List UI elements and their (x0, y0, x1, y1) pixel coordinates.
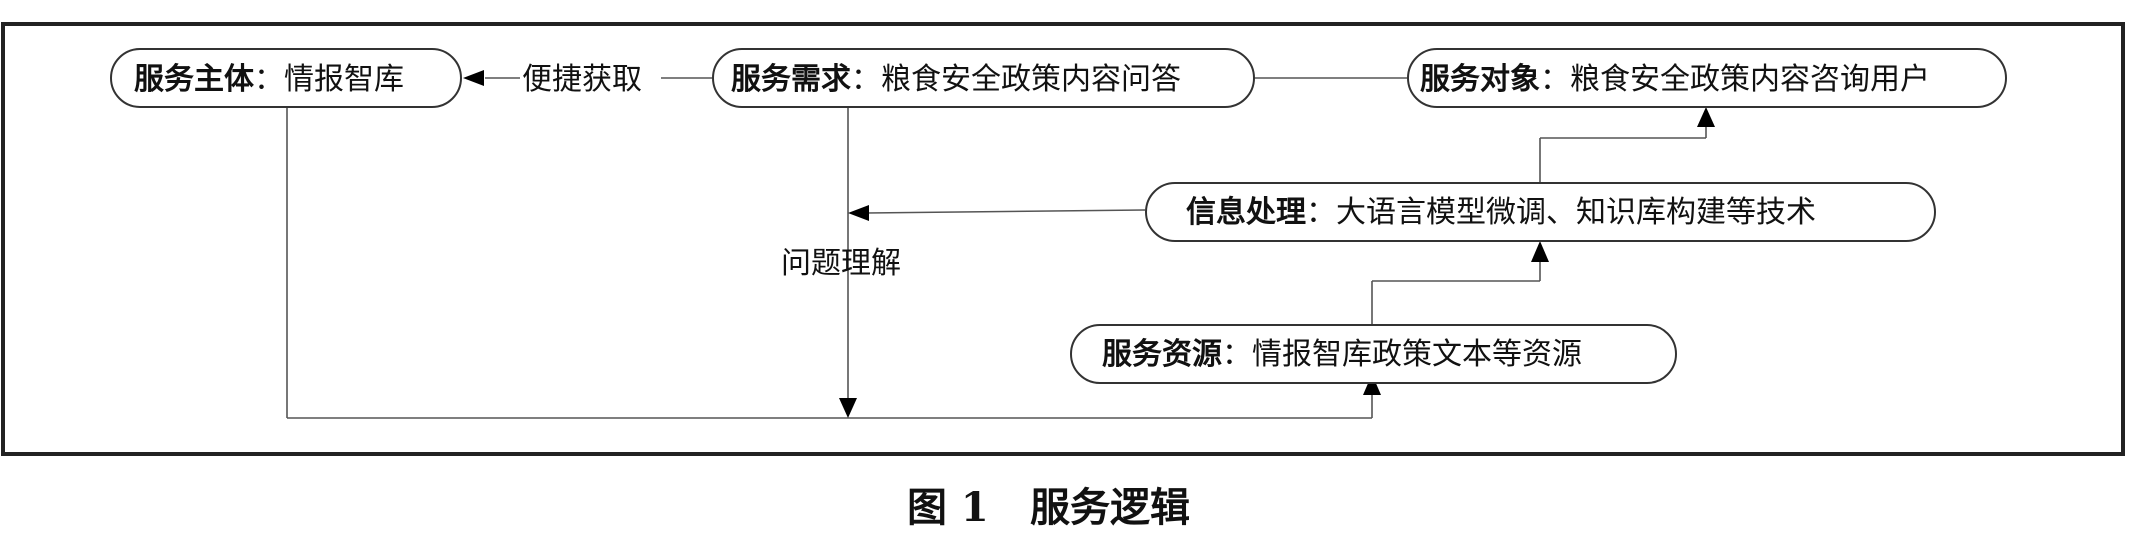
node-service-demand-label: 服务需求：粮食安全政策内容问答 (731, 62, 1181, 97)
arrow-demand-to-bottom-icon (839, 398, 857, 418)
arrow-to-target-icon (1697, 107, 1715, 127)
figure-caption-title: 服务逻辑 (1030, 484, 1190, 531)
node-information-processing: 信息处理：大语言模型微调、知识库构建等技术 (1145, 182, 1936, 242)
node-information-processing-box (1145, 182, 1936, 242)
node-service-subject-content: 情报智库 (284, 62, 404, 97)
node-service-subject-separator: ： (254, 62, 284, 97)
node-service-subject-title: 服务主体 (134, 62, 255, 97)
node-service-target-title: 服务对象 (1420, 62, 1540, 97)
node-information-processing-content: 大语言模型微调、知识库构建等技术 (1336, 195, 1816, 230)
node-service-resource-box (1070, 324, 1677, 384)
connector-processing-to-demand (865, 209, 1146, 214)
node-service-subject-box (110, 48, 462, 108)
figure-caption-number: 图 1 (907, 484, 989, 531)
arrowheads (463, 70, 1715, 418)
node-service-target-separator: ： (1540, 62, 1570, 97)
node-information-processing-separator: ： (1306, 195, 1336, 230)
node-information-processing-label: 信息处理：大语言模型微调、知识库构建等技术 (1186, 195, 1816, 230)
node-service-resource-separator: ： (1222, 337, 1252, 372)
arrow-to-resource-icon (1363, 374, 1381, 395)
node-service-demand-title: 服务需求 (731, 62, 851, 97)
node-service-demand-box (712, 48, 1255, 108)
node-service-subject-label: 服务主体：情报智库 (134, 62, 404, 97)
node-service-target-content: 粮食安全政策内容咨询用户 (1570, 62, 1930, 97)
node-service-demand-separator: ： (851, 62, 881, 97)
node-service-resource: 服务资源：情报智库政策文本等资源 (1070, 324, 1677, 384)
node-service-target: 服务对象：粮食安全政策内容咨询用户 (1407, 48, 2007, 108)
arrow-to-processing-icon (1531, 241, 1549, 262)
node-service-demand-content: 粮食安全政策内容问答 (881, 62, 1181, 97)
node-service-target-box (1407, 48, 2007, 108)
node-service-target-label: 服务对象：粮食安全政策内容咨询用户 (1420, 62, 1930, 97)
node-service-subject: 服务主体：情报智库 (110, 48, 462, 108)
edge-label-convenient-access: 便捷获取 (522, 62, 642, 97)
node-service-demand: 服务需求：粮食安全政策内容问答 (712, 48, 1255, 108)
node-information-processing-title: 信息处理 (1186, 195, 1306, 230)
arrow-to-subject-icon (463, 70, 484, 86)
arrow-to-demand-line-icon (848, 205, 869, 221)
edge-label-question-understanding: 问题理解 (781, 246, 901, 281)
connectors (286, 77, 1707, 419)
node-service-resource-label: 服务资源：情报智库政策文本等资源 (1102, 337, 1582, 372)
node-service-resource-content: 情报智库政策文本等资源 (1252, 337, 1582, 372)
node-service-resource-title: 服务资源 (1102, 337, 1222, 372)
